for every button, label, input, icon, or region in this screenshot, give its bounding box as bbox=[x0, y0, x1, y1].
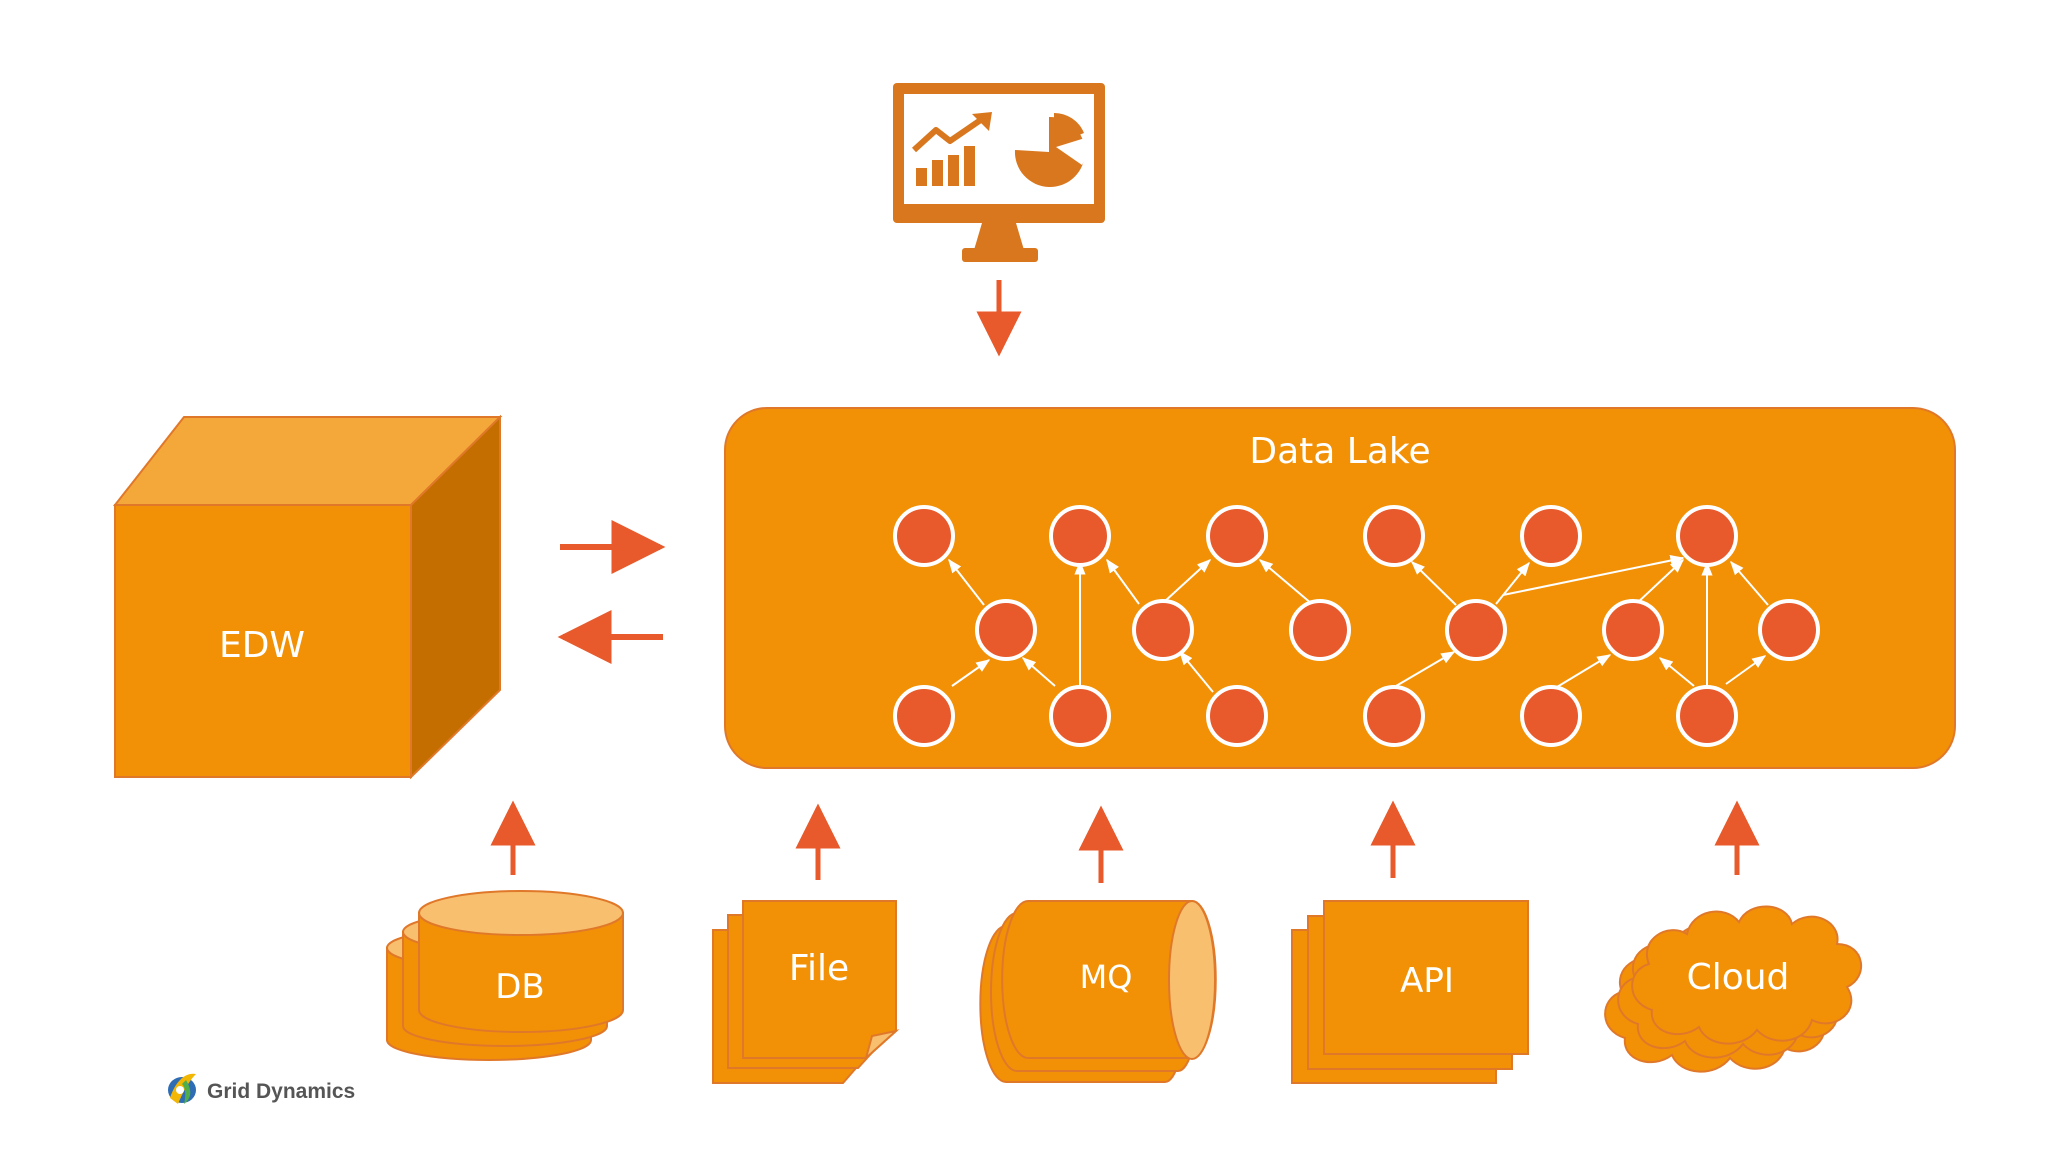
graph-node bbox=[1049, 685, 1111, 747]
graph-node bbox=[1049, 505, 1111, 567]
graph-node bbox=[1520, 505, 1582, 567]
graph-node bbox=[893, 505, 955, 567]
db-icon: DB bbox=[386, 890, 624, 1061]
graph-node bbox=[1676, 505, 1738, 567]
source-up-arrows bbox=[490, 800, 1760, 883]
graph-node bbox=[1445, 599, 1507, 661]
edw-cube: EDW bbox=[112, 414, 503, 780]
file-label: File bbox=[789, 948, 849, 989]
file-icon: File bbox=[712, 900, 900, 1084]
cloud-label: Cloud bbox=[1687, 957, 1790, 998]
monitor-chart-icon bbox=[893, 83, 1105, 262]
data-lake-graph-nodes bbox=[893, 505, 1820, 747]
data-lake-graph-edges bbox=[948, 555, 1769, 693]
graph-node bbox=[1363, 505, 1425, 567]
api-label: API bbox=[1400, 961, 1454, 1001]
graph-node bbox=[975, 599, 1037, 661]
graph-node bbox=[1758, 599, 1820, 661]
cloud-icon: Cloud bbox=[1604, 905, 1863, 1073]
mq-label: MQ bbox=[1080, 958, 1133, 996]
graph-node bbox=[1289, 599, 1351, 661]
graph-node bbox=[1363, 685, 1425, 747]
graph-node bbox=[1206, 685, 1268, 747]
graph-node bbox=[1206, 505, 1268, 567]
grid-dynamics-logo: Grid Dynamics bbox=[168, 1073, 355, 1104]
db-label: DB bbox=[495, 967, 545, 1007]
data-lake-title: Data Lake bbox=[1249, 431, 1430, 472]
graph-node bbox=[1602, 599, 1664, 661]
grid-dynamics-logo-text: Grid Dynamics bbox=[207, 1080, 355, 1103]
graph-node bbox=[1132, 599, 1194, 661]
grid-dynamics-logo-icon bbox=[168, 1073, 196, 1104]
edw-label: EDW bbox=[219, 625, 305, 666]
graph-node bbox=[893, 685, 955, 747]
graph-node bbox=[1520, 685, 1582, 747]
data-lake-container: Data Lake bbox=[724, 407, 1956, 769]
mq-icon: MQ bbox=[979, 900, 1217, 1083]
graph-node bbox=[1676, 685, 1738, 747]
api-icon: API bbox=[1291, 900, 1529, 1084]
